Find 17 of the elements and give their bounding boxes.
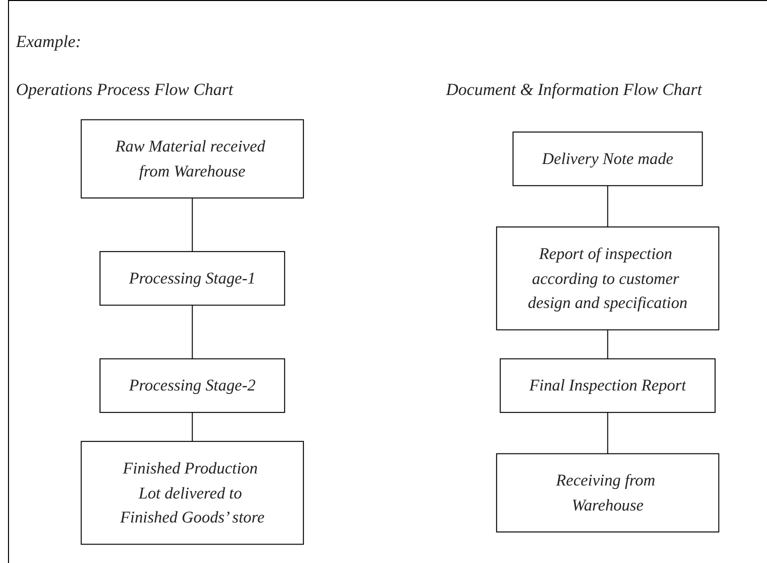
- example-label: Example:: [16, 32, 82, 52]
- connector: [192, 197, 193, 252]
- column-heading: Operations Process Flow Chart: [16, 80, 234, 100]
- node-box: Report of inspection according to customer design and specification: [496, 226, 720, 330]
- connector: [607, 412, 608, 454]
- node-box: Receiving from Warehouse: [496, 453, 720, 532]
- node-box: Processing Stage-1: [100, 251, 286, 306]
- node-box: Raw Material received from Warehouse: [80, 119, 304, 198]
- connector: [192, 412, 193, 442]
- node-box: Final Inspection Report: [500, 358, 716, 413]
- column-heading: Document & Information Flow Chart: [446, 80, 702, 100]
- connector: [607, 329, 608, 360]
- connector: [607, 185, 608, 228]
- node-box: Delivery Note made: [512, 132, 703, 186]
- node-box: Processing Stage-2: [100, 358, 286, 413]
- node-box: Finished Production Lot delivered to Finished Goods’ store: [80, 440, 304, 545]
- connector: [192, 304, 193, 360]
